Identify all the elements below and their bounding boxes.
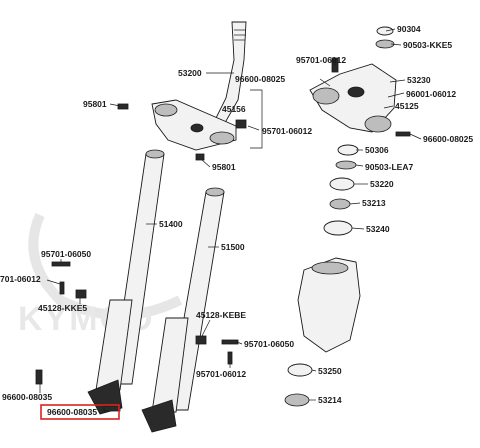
label-95701-06012-top[interactable]: 95701-06012 <box>296 55 346 65</box>
leader-95801-b <box>201 159 211 168</box>
right-axle-lug <box>141 399 177 433</box>
right-clamp-hole <box>209 131 235 145</box>
label-50306[interactable]: 50306 <box>365 145 389 155</box>
right-outer-slider <box>151 317 189 413</box>
highlight-box-96600-08035 <box>40 404 120 420</box>
label-95701-06012-mid[interactable]: 95701-06012 <box>262 126 312 136</box>
label-53214[interactable]: 53214 <box>318 395 342 405</box>
leader-95701-left <box>46 279 61 285</box>
bolt-96600-c <box>35 369 43 385</box>
head-tube-body <box>297 257 361 353</box>
label-53220[interactable]: 53220 <box>370 179 394 189</box>
kymco-watermark: KYMCO <box>18 212 183 338</box>
bolt-95701-bot <box>227 351 233 365</box>
label-45128-kke5[interactable]: 45128-KKE5 <box>38 303 87 313</box>
label-51500[interactable]: 51500 <box>221 242 245 252</box>
bolt-96600-d <box>103 405 121 412</box>
bolt-95801-a <box>117 103 129 110</box>
label-96600-08025-a[interactable]: 96600-08025 <box>235 74 285 84</box>
label-53240[interactable]: 53240 <box>366 224 390 234</box>
clip-45156 <box>235 119 247 129</box>
leader-53213 <box>349 202 361 205</box>
leader-lines <box>39 28 422 401</box>
leader-90304 <box>385 28 396 32</box>
race-53250 <box>287 363 313 377</box>
label-90503-lea7[interactable]: 90503-LEA7 <box>365 162 413 172</box>
race-53220 <box>329 177 355 191</box>
leader-95701-06050-b <box>236 341 243 345</box>
bracket-45156-group <box>250 89 263 149</box>
watermark-swoosh <box>28 212 183 320</box>
leader-90503-lea7 <box>355 164 364 167</box>
bolt-95801-b <box>195 153 205 161</box>
leader-90503-kke5 <box>390 43 402 46</box>
bearing-53213 <box>329 198 351 210</box>
label-96001-06012[interactable]: 96001-06012 <box>406 89 456 99</box>
fork-tube-51400 <box>87 149 165 415</box>
left-outer-slider <box>95 299 133 391</box>
label-90503-kke5[interactable]: 90503-KKE5 <box>403 40 452 50</box>
top-bridge-53230 <box>309 63 397 133</box>
bridge-left-hole <box>312 87 340 105</box>
bolt-96600-b <box>395 131 411 137</box>
label-53250[interactable]: 53250 <box>318 366 342 376</box>
clip-45128-kebe <box>195 335 207 345</box>
label-95701-06050-a[interactable]: 95701-06050 <box>41 249 91 259</box>
small-bolts <box>35 103 411 412</box>
bearing-stack <box>284 144 359 407</box>
leader-95801-a <box>109 103 121 107</box>
bearing-53214 <box>284 393 310 407</box>
label-95701-06050-b[interactable]: 95701-06050 <box>244 339 294 349</box>
label-45128-kebe[interactable]: 45128-KEBE <box>196 310 246 320</box>
label-90304[interactable]: 90304 <box>397 24 421 34</box>
label-45156[interactable]: 45156 <box>222 104 246 114</box>
stem-nut-group <box>331 26 395 73</box>
bolt-95701-06050-b <box>221 339 239 345</box>
fork-tube-51500 <box>141 187 225 433</box>
label-53230[interactable]: 53230 <box>407 75 431 85</box>
label-96600-08035-b[interactable]: 96600-08035 <box>47 407 97 417</box>
head-tube-top <box>311 261 349 275</box>
race-53240 <box>323 220 353 236</box>
label-53200[interactable]: 53200 <box>178 68 202 78</box>
clip-45128-kke5 <box>75 289 87 299</box>
label-95801-a[interactable]: 95801 <box>83 99 107 109</box>
label-51400[interactable]: 51400 <box>159 219 183 229</box>
left-clamp-hole <box>154 103 178 117</box>
washer-90503-lea7 <box>335 160 357 170</box>
leader-96600-b <box>409 133 422 140</box>
bridge-right-hole <box>364 115 392 133</box>
leader-53230 <box>389 79 406 83</box>
left-tube-cap <box>145 149 165 159</box>
leader-96001 <box>387 92 405 98</box>
leader-95701-mid <box>247 125 260 131</box>
label-96600-08025-b[interactable]: 96600-08025 <box>423 134 473 144</box>
label-95701-06012-bot[interactable]: 95701-06012 <box>196 369 246 379</box>
stem-bore <box>190 123 204 133</box>
label-95701-06012-left[interactable]: 701-06012 <box>0 274 41 284</box>
label-53213[interactable]: 53213 <box>362 198 386 208</box>
leader-96600-a <box>319 78 331 87</box>
leader-45128-kebe <box>201 319 211 337</box>
top-bridge-body <box>309 63 397 133</box>
label-95801-b[interactable]: 95801 <box>212 162 236 172</box>
lower-bracket <box>151 99 237 151</box>
bridge-center-hole <box>347 86 365 98</box>
leader-53240 <box>351 227 365 230</box>
part-labels: 90304 90503-KKE5 95701-06012 53200 96600… <box>0 24 473 417</box>
bolt-95701-left <box>59 281 65 295</box>
label-45125[interactable]: 45125 <box>395 101 419 111</box>
nut-90304 <box>376 26 394 36</box>
frame-head-tube <box>297 257 361 353</box>
leader-53250 <box>311 369 317 372</box>
leader-45125 <box>383 105 394 109</box>
label-96600-08035-a[interactable]: 96600-08035 <box>2 392 52 402</box>
nut-50306 <box>337 144 359 156</box>
right-tube-cap <box>205 187 225 197</box>
